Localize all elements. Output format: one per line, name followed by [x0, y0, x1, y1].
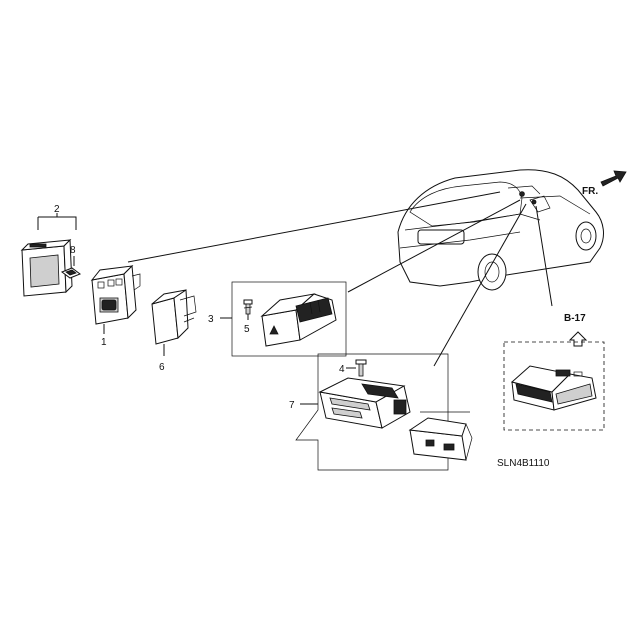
- car-illustration: [397, 169, 604, 291]
- part-7-group-frame: [295, 353, 449, 471]
- callout-8: 8: [70, 245, 76, 256]
- callout-3: 3: [208, 314, 214, 325]
- leader-line-b17: [535, 205, 553, 307]
- b17-view-frame: [503, 341, 605, 431]
- part-1-mirror-switch: [90, 264, 141, 334]
- part-6-blank-cover: [151, 289, 197, 356]
- leader-line-3: [347, 199, 521, 293]
- callout-5: 5: [244, 324, 250, 335]
- part-8-clip: [60, 256, 82, 279]
- drawing-code: SLN4B1110: [497, 458, 550, 469]
- callout-7: 7: [289, 400, 295, 411]
- part-3-hazard-switch-group: [220, 281, 347, 357]
- callout-6: 6: [159, 362, 165, 373]
- view-arrow-icon: [568, 331, 588, 347]
- front-label: FR.: [582, 186, 598, 197]
- part-2-bezel: [20, 213, 77, 297]
- leader-line-7: [433, 203, 527, 367]
- leader-line-1: [127, 191, 501, 263]
- part-3-group-frame: [231, 281, 347, 357]
- part-7-switch-panel-group: [295, 353, 473, 471]
- callout-2: 2: [54, 204, 60, 215]
- view-ref-label: B-17: [564, 313, 586, 324]
- part-4-screw: [346, 359, 367, 377]
- b17-detail-view: B-17: [503, 313, 605, 431]
- callout-4: 4: [339, 364, 345, 375]
- callout-1: 1: [101, 337, 107, 348]
- part-5-screw: [243, 299, 253, 320]
- front-direction-indicator: FR.: [582, 170, 627, 197]
